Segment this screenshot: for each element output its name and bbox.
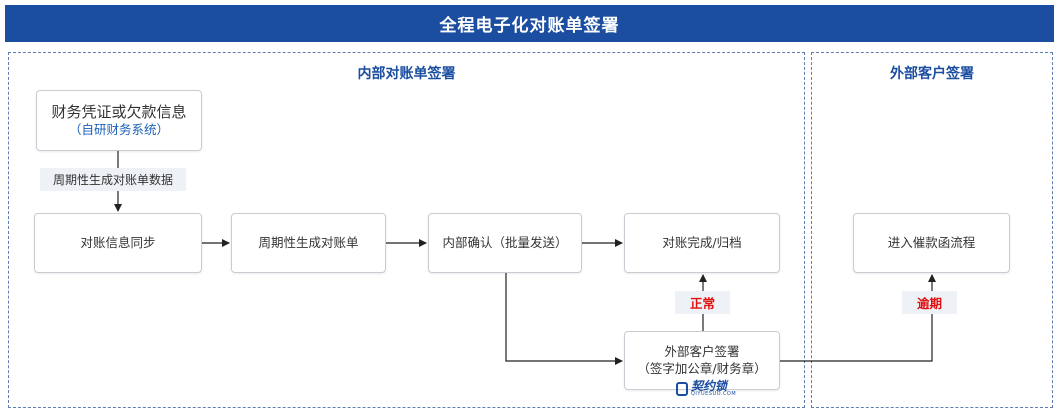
generate-node: 周期性生成对账单 [231, 213, 386, 273]
complete-node: 对账完成/归档 [624, 213, 780, 273]
normal-status-label: 正常 [675, 291, 730, 314]
source-node: 财务凭证或欠款信息 （自研财务系统） [36, 90, 202, 151]
sync-node: 对账信息同步 [34, 213, 202, 273]
overdue-status-label: 逾期 [902, 291, 957, 314]
arrow-external-sign-to-collection [780, 274, 936, 362]
external-sign-line1: 外部客户签署 [664, 343, 740, 359]
qiyuesuo-logo-icon [676, 381, 688, 396]
external-section-title: 外部客户签署 [890, 66, 974, 82]
confirm-node: 内部确认（批量发送） [428, 213, 582, 273]
periodic-data-label: 周期性生成对账单数据 [40, 168, 186, 191]
arrow-confirm-to-external-sign [505, 273, 623, 365]
internal-section: 内部对账单签署 [8, 52, 805, 408]
qiyuesuo-logo: 契约锁 QIYUESUO.COM [676, 380, 736, 397]
logo-name: 契约锁 [691, 379, 728, 393]
source-node-subtitle: （自研财务系统） [68, 122, 169, 138]
external-section: 外部客户签署 [811, 52, 1053, 408]
source-node-title: 财务凭证或欠款信息 [51, 102, 187, 121]
external-sign-line2: （签字加公章/财务章） [637, 360, 767, 376]
internal-section-title: 内部对账单签署 [357, 66, 456, 82]
page-title: 全程电子化对账单签署 [5, 5, 1054, 42]
collection-node: 进入催款函流程 [853, 213, 1010, 273]
external-sign-node: 外部客户签署 （签字加公章/财务章） [624, 331, 780, 390]
logo-subtitle: QIYUESUO.COM [691, 391, 737, 397]
